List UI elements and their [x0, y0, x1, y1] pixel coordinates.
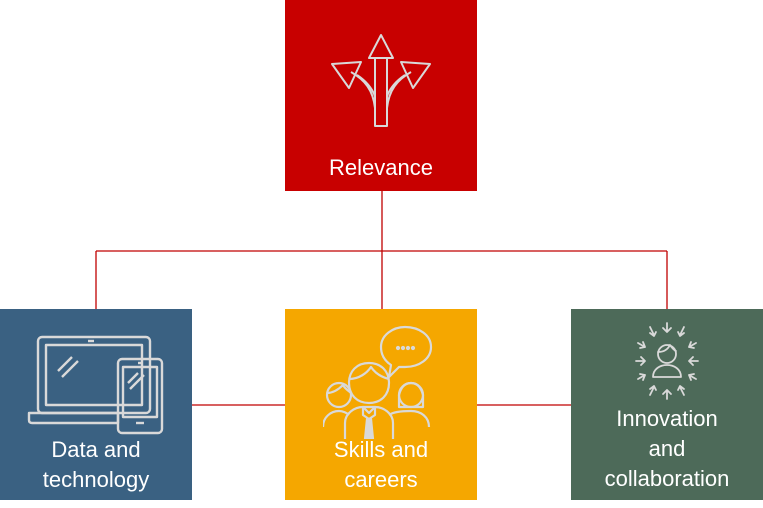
data-technology-box: Data and technology: [0, 309, 192, 500]
laptop-tablet-icon: [27, 335, 164, 435]
label-line: technology: [42, 467, 150, 492]
diverging-arrows-icon: [331, 34, 431, 127]
label-line: careers: [344, 467, 418, 492]
label-line: Data and: [51, 437, 141, 462]
innovation-collaboration-box: Innovation and collaboration: [571, 309, 763, 500]
skills-careers-box: Skills and careers: [285, 309, 477, 500]
data-technology-label: Data and technology: [0, 435, 192, 495]
relevance-label: Relevance: [329, 155, 433, 180]
innovation-collaboration-label: Innovation and collaboration: [571, 404, 763, 494]
label-line: collaboration: [604, 466, 730, 491]
label-line: Innovation: [616, 406, 718, 431]
label-line: Skills and: [333, 437, 429, 462]
label-line: and: [648, 436, 686, 461]
skills-careers-label: Skills and careers: [285, 435, 477, 495]
person-converging-arrows-icon: [635, 322, 699, 400]
relevance-box: Relevance: [285, 0, 477, 191]
people-speech-icon: [323, 325, 433, 439]
